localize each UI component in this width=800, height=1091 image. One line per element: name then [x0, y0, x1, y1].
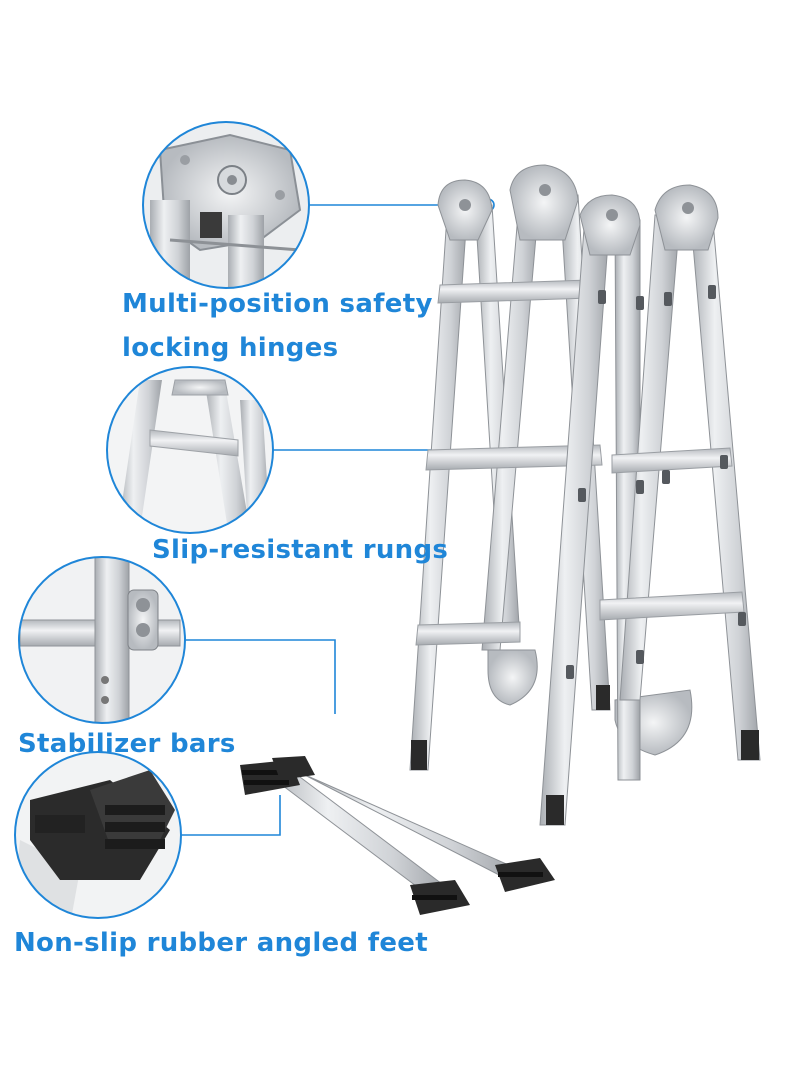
- folding-ladder: [409, 164, 761, 826]
- hinge-closeup: [142, 121, 310, 289]
- hinges-label-line2: locking hinges: [122, 333, 339, 363]
- hinges-label: Multi-position safety locking hinges: [122, 282, 433, 370]
- stabilizer-label: Stabilizer bars: [18, 729, 236, 759]
- stabilizer-closeup: [18, 556, 186, 724]
- feet-label: Non-slip rubber angled feet: [14, 928, 428, 958]
- feet-closeup: [14, 751, 182, 919]
- rungs-closeup: [106, 366, 274, 534]
- stabilizer-bars: [240, 756, 555, 915]
- hinges-label-line1: Multi-position safety: [122, 289, 433, 319]
- rungs-label: Slip-resistant rungs: [152, 535, 449, 565]
